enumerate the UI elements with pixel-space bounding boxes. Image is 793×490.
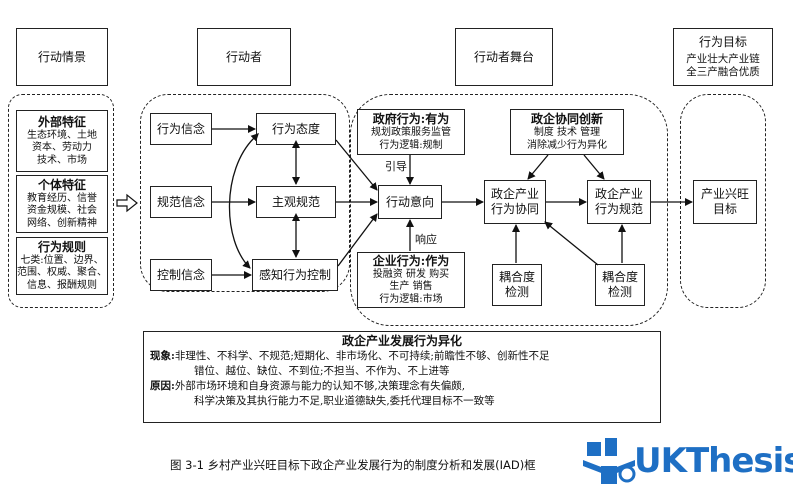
- logo-text: UKThesis: [634, 441, 793, 481]
- coupling-check-box-1: 耦合度 检测: [492, 264, 542, 306]
- behavior-belief-label: 行为信念: [156, 121, 205, 136]
- phenomena-row: 现象:非理性、不科学、不规范;短期化、非市场化、不可持续;前瞻性不够、创新性不足: [150, 349, 654, 364]
- normative-belief-label: 规范信念: [156, 194, 205, 209]
- header-actor-label: 行动者: [225, 49, 262, 64]
- cause-row: 原因:外部市场环境和自身资源与能力的认知不够,决策理念有失偏颇,: [150, 379, 654, 394]
- ent-behavior-line: 投融资 研发 购买: [372, 268, 450, 280]
- individual-features-box: 个体特征 教育经历、信誉 资金规模、社会 网络、创新精神: [16, 175, 108, 233]
- standard-line: 行为规范: [594, 202, 643, 216]
- action-intention-label: 行动意向: [385, 194, 434, 209]
- innovation-line: 消除减少行为异化: [527, 139, 607, 151]
- header-goal: 行为目标 产业壮大产业链 全三产融合优质: [673, 28, 773, 86]
- stage-group: [350, 94, 668, 326]
- gov-behavior-title: 政府行为:有为: [372, 112, 450, 126]
- innovation-title: 政企协同创新: [530, 112, 603, 126]
- phenomena-row: 错位、越位、缺位、不到位;不担当、不作为、不上进等: [150, 364, 654, 379]
- ent-behavior-line: 行为逻辑:市场: [379, 293, 443, 305]
- ent-behavior-title: 企业行为:作为: [372, 253, 450, 268]
- coupling-check-line: 检测: [504, 285, 529, 299]
- synergy-box: 政企产业 行为协同: [484, 180, 546, 224]
- behavior-rules-box: 行为规则 七类:位置、边界、 范围、权威、聚合、 信息、报酬规则: [16, 237, 108, 295]
- synergy-line: 政企产业: [490, 187, 539, 201]
- ukthesis-logo-icon: [583, 438, 636, 484]
- edge-curve-left: [228, 133, 259, 269]
- external-features-line: 资本、劳动力: [32, 142, 92, 154]
- goal-group: [680, 94, 766, 308]
- respond-label: 响应: [414, 231, 438, 247]
- cause-text: 外部市场环境和自身资源与能力的认知不够,决策理念有失偏颇,: [174, 380, 466, 392]
- header-stage-label: 行动者舞台: [473, 49, 534, 64]
- external-features-box: 外部特征 生态环境、土地 资本、劳动力 技术、市场: [16, 110, 108, 172]
- attitude-box: 行为态度: [256, 113, 336, 145]
- header-situation-label: 行动情景: [37, 49, 86, 64]
- hollow-arrow: [116, 193, 138, 213]
- edge-innov-synergy: [527, 154, 549, 180]
- target-line: 目标: [712, 202, 737, 216]
- goal-line1: 产业壮大产业链: [686, 53, 760, 65]
- guide-label: 引导: [384, 158, 408, 174]
- control-belief-box: 控制信念: [150, 259, 212, 291]
- goal-title: 行为目标: [698, 35, 747, 49]
- edge-couple2-synergy: [544, 221, 599, 266]
- phenomena-title: 政企产业发展行为异化: [341, 334, 462, 348]
- header-stage: 行动者舞台: [455, 28, 553, 86]
- standard-box: 政企产业 行为规范: [587, 180, 651, 224]
- control-belief-label: 控制信念: [156, 267, 205, 282]
- innovation-box: 政企协同创新 制度 技术 管理 消除减少行为异化: [510, 109, 624, 155]
- individual-features-line: 教育经历、信誉: [27, 192, 97, 204]
- goal-line2: 全三产融合优质: [686, 66, 760, 78]
- actor-group: [140, 94, 350, 292]
- subjective-norm-box: 主观规范: [256, 186, 336, 218]
- gov-behavior-line: 行为逻辑:规制: [379, 139, 443, 151]
- coupling-check-line: 耦合度: [498, 270, 535, 284]
- gov-behavior-line: 规划政策服务监管: [371, 127, 451, 138]
- coupling-check-line: 检测: [607, 285, 632, 299]
- innovation-line: 制度 技术 管理: [533, 127, 601, 138]
- behavior-rules-line: 信息、报酬规则: [27, 279, 97, 291]
- action-intention-box: 行动意向: [378, 185, 442, 219]
- header-situation: 行动情景: [16, 28, 108, 86]
- figure-caption: 图 3-1 乡村产业兴旺目标下政企产业发展行为的制度分析和发展(IAD)框: [170, 458, 536, 472]
- behavior-rules-title: 行为规则: [37, 239, 86, 254]
- standard-line: 政企产业: [594, 187, 643, 201]
- cause-text: 科学决策及其执行能力不足,职业道德缺失,委托代理目标不一致等: [194, 395, 495, 407]
- subjective-norm-label: 主观规范: [271, 194, 320, 209]
- external-features-title: 外部特征: [37, 114, 86, 129]
- attitude-label: 行为态度: [271, 121, 320, 136]
- behavior-belief-box: 行为信念: [150, 113, 212, 145]
- target-line: 产业兴旺: [700, 187, 749, 201]
- behavior-rules-line: 范围、权威、聚合、: [17, 267, 107, 279]
- external-features-line: 生态环境、土地: [27, 129, 97, 141]
- individual-features-title: 个体特征: [37, 177, 86, 192]
- gov-behavior-box: 政府行为:有为 规划政策服务监管 行为逻辑:规制: [357, 109, 465, 155]
- external-features-line: 技术、市场: [37, 154, 87, 166]
- perceived-control-box: 感知行为控制: [252, 259, 338, 291]
- edge-innov-standard: [583, 154, 605, 180]
- coupling-check-box-2: 耦合度 检测: [595, 264, 645, 306]
- edge-control-intention: [337, 213, 378, 267]
- phenomena-text: 错位、越位、缺位、不到位;不担当、不作为、不上进等: [194, 365, 450, 377]
- edge-attitude-intention: [335, 139, 378, 191]
- situation-group: [8, 94, 114, 308]
- phenomena-text: 非理性、不科学、不规范;短期化、非市场化、不可持续;前瞻性不够、创新性不足: [174, 350, 550, 362]
- coupling-check-line: 耦合度: [601, 270, 638, 284]
- phenomena-box: 政企产业发展行为异化 现象:非理性、不科学、不规范;短期化、非市场化、不可持续;…: [143, 331, 661, 423]
- cause-row: 科学决策及其执行能力不足,职业道德缺失,委托代理目标不一致等: [150, 394, 654, 409]
- ent-behavior-box: 企业行为:作为 投融资 研发 购买 生产 销售 行为逻辑:市场: [357, 252, 465, 308]
- synergy-line: 行为协同: [490, 202, 539, 216]
- target-box: 产业兴旺 目标: [693, 180, 757, 224]
- phenomena-label: 现象:: [150, 350, 175, 362]
- individual-features-line: 资金规模、社会: [27, 205, 97, 217]
- individual-features-line: 网络、创新精神: [27, 217, 97, 229]
- behavior-rules-line: 七类:位置、边界、: [20, 254, 104, 266]
- ent-behavior-line: 生产 销售: [389, 281, 433, 293]
- cause-label: 原因:: [150, 380, 175, 392]
- perceived-control-label: 感知行为控制: [258, 267, 331, 282]
- normative-belief-box: 规范信念: [150, 186, 212, 218]
- header-actor: 行动者: [197, 28, 291, 86]
